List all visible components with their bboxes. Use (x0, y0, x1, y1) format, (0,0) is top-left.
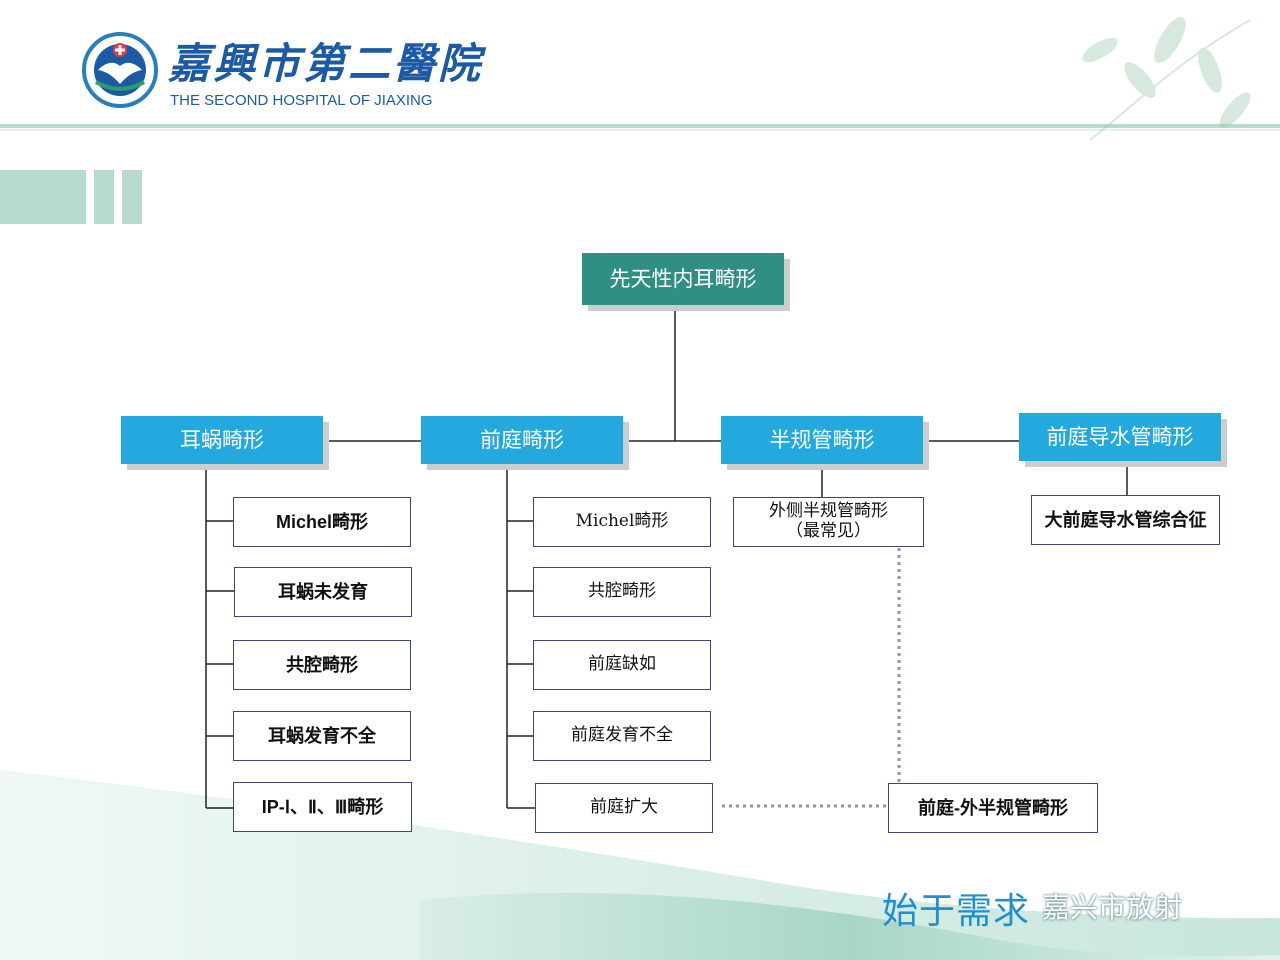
leaf-cochlear-aplasia: 耳蜗未发育 (234, 567, 412, 617)
leaf-lateral-semicircular: 外侧半规管畸形 （最常见） (733, 497, 924, 547)
category-label: 前庭畸形 (480, 427, 564, 452)
leaf-vestibular-absence: 前庭缺如 (533, 640, 711, 690)
leaf-cochlear-michel: Michel畸形 (233, 497, 411, 547)
root-node: 先天性内耳畸形 (582, 253, 784, 305)
leaf-large-vestibular-aqueduct: 大前庭导水管综合征 (1031, 495, 1220, 545)
category-aqueduct: 前庭导水管畸形 (1019, 413, 1221, 461)
leaf-decoration (1082, 16, 1251, 141)
title-bar-left (0, 170, 86, 224)
leaf-cochlear-ip: IP-Ⅰ、Ⅱ、Ⅲ畸形 (233, 782, 412, 832)
watermark-text: 嘉兴市放射 (1042, 891, 1183, 924)
leaf-vestibular-enlarged: 前庭扩大 (535, 783, 713, 833)
hospital-logo (82, 32, 158, 108)
category-semicircular: 半规管畸形 (721, 416, 923, 464)
leaf-cochlear-common-cavity: 共腔畸形 (233, 640, 411, 690)
dotted-links (722, 548, 901, 808)
category-vestibular: 前庭畸形 (421, 416, 623, 464)
leaf-vestibular-lateral-semicircular: 前庭-外半规管畸形 (888, 783, 1098, 833)
category-label: 前庭导水管畸形 (1046, 424, 1194, 449)
title-bar-mid (94, 170, 114, 224)
bottom-wave-dark (420, 892, 1280, 960)
root-label: 先天性内耳畸形 (609, 266, 757, 291)
leaf-vestibular-common-cavity: 共腔畸形 (533, 567, 711, 617)
hospital-name-en: THE SECOND HOSPITAL OF JIAXING (170, 92, 433, 109)
category-label: 半规管畸形 (769, 427, 875, 452)
leaf-vestibular-michel: Michel畸形 (533, 497, 711, 547)
category-label: 耳蜗畸形 (180, 427, 264, 452)
category-cochlear: 耳蜗畸形 (121, 416, 323, 464)
leaf-vestibular-hypoplasia: 前庭发育不全 (533, 711, 711, 761)
hospital-name-cn: 嘉興市第二醫院 (168, 39, 484, 88)
title-bar-right (122, 170, 142, 224)
leaf-cochlear-hypoplasia: 耳蜗发育不全 (233, 711, 411, 761)
footer-slogan: 始于需求 (882, 891, 1031, 932)
